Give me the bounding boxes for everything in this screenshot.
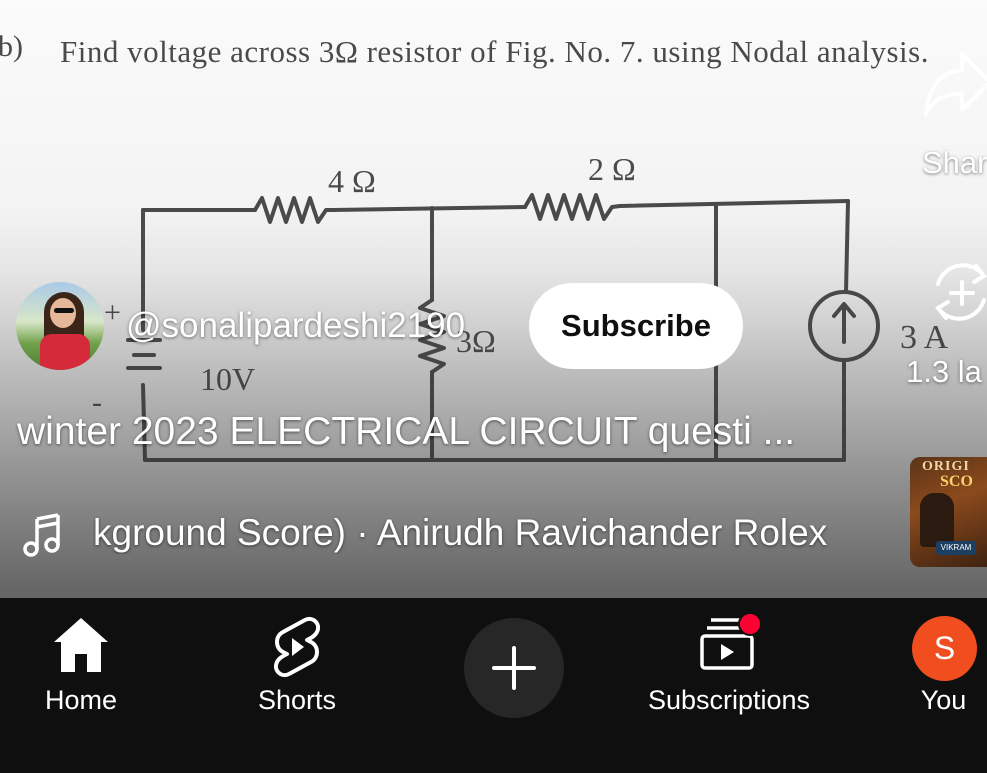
short-video-player[interactable]: b) Find voltage across 3Ω resistor of Fi… xyxy=(0,0,987,598)
music-row[interactable]: kground Score) · Anirudh Ravichander Rol… xyxy=(18,505,888,565)
create-button[interactable] xyxy=(464,618,564,718)
create-plus-icon xyxy=(492,646,536,690)
music-album-thumbnail[interactable]: ORIGI SCO VIKRAM xyxy=(910,457,987,567)
remix-count: 1.3 la xyxy=(906,354,982,389)
minus-sign: - xyxy=(92,386,102,419)
channel-info xyxy=(16,281,104,371)
album-text-line2: SCO xyxy=(940,473,973,490)
current-source-label: 3 A xyxy=(900,319,949,356)
album-text-line1: ORIGI xyxy=(922,459,970,474)
music-note-icon xyxy=(23,513,60,557)
home-icon xyxy=(54,618,108,672)
share-icon[interactable] xyxy=(922,48,987,120)
account-avatar: S xyxy=(912,616,977,681)
r1-label: 4 Ω xyxy=(328,163,376,199)
nav-subscriptions-label: Subscriptions xyxy=(647,685,811,715)
nav-subscriptions[interactable]: Subscriptions xyxy=(638,598,820,773)
paper-question-text: Find voltage across 3Ω resistor of Fig. … xyxy=(60,34,929,69)
album-badge: VIKRAM xyxy=(936,541,976,555)
r3-label: 3Ω xyxy=(456,323,496,359)
paper-question-label: b) xyxy=(0,30,23,63)
share-label: Shar xyxy=(922,145,987,180)
nav-home-label: Home xyxy=(44,685,118,715)
nav-shorts[interactable]: Shorts xyxy=(237,598,357,773)
nav-you-label: You xyxy=(920,685,967,715)
subscribe-button[interactable]: Subscribe xyxy=(529,283,743,369)
subscriptions-notification-dot xyxy=(738,612,762,636)
remix-icon[interactable] xyxy=(926,254,987,330)
channel-avatar[interactable] xyxy=(16,282,104,370)
nav-shorts-label: Shorts xyxy=(257,685,337,715)
short-title[interactable]: winter 2023 ELECTRICAL CIRCUIT questi ..… xyxy=(17,410,796,453)
plus-sign: + xyxy=(104,296,121,329)
channel-handle[interactable]: @sonalipardeshi2190 xyxy=(126,306,466,345)
r2-label: 2 Ω xyxy=(588,151,636,187)
music-track-text: kground Score) · Anirudh Ravichander Rol… xyxy=(93,512,828,553)
circuit-diagram: 4 Ω 2 Ω 3Ω 10V 3 A + - xyxy=(92,151,949,462)
shorts-icon xyxy=(274,617,320,677)
bottom-navigation: Home Shorts Subscriptions S You xyxy=(0,598,987,773)
voltage-source-label: 10V xyxy=(200,361,255,397)
nav-you[interactable]: S You xyxy=(900,598,987,773)
nav-home[interactable]: Home xyxy=(20,598,142,773)
